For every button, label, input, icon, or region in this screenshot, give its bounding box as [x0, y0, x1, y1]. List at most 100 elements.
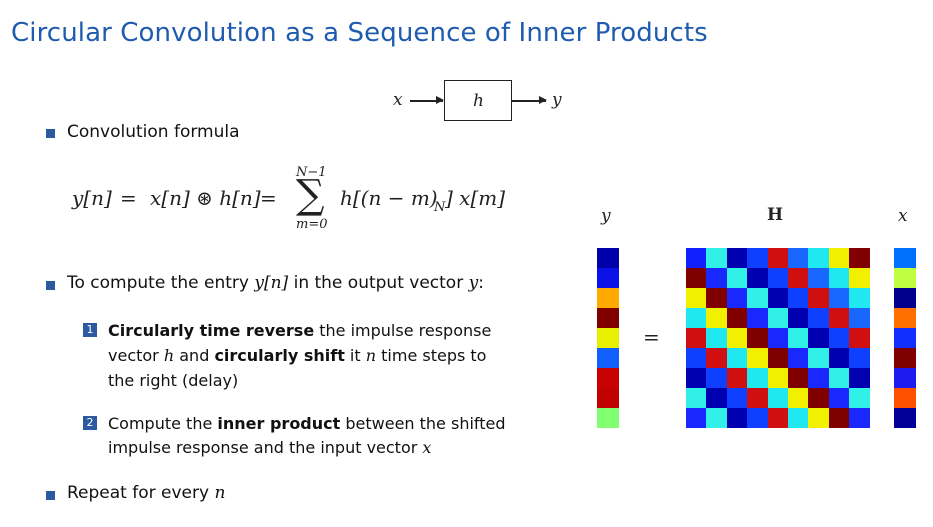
- h-matrix-label: H: [767, 205, 784, 225]
- h-matrix-cell: [788, 248, 809, 268]
- h-matrix-cell: [706, 268, 728, 288]
- h-matrix-cell: [747, 348, 769, 368]
- h-matrix-cell: [706, 288, 728, 308]
- bullet-marker: [46, 129, 55, 138]
- sub2-t1: Compute the: [108, 414, 218, 433]
- x-vector-label: x: [898, 206, 908, 226]
- bd-output-arrow: [512, 97, 547, 103]
- h-matrix-cell: [849, 348, 871, 368]
- formula-eq1: =: [120, 186, 137, 210]
- y-vector-cell: [597, 248, 619, 268]
- sub2-t2: between the shifted: [340, 414, 506, 433]
- h-matrix-cell: [788, 268, 809, 288]
- h-matrix-cell: [767, 388, 789, 408]
- h-matrix-cell: [726, 268, 748, 288]
- y-vector-label: y: [601, 206, 611, 226]
- h-matrix-cell: [828, 328, 850, 348]
- h-matrix-cell: [767, 408, 789, 428]
- x-vector-cell: [894, 268, 916, 288]
- x-vector-cell: [894, 348, 916, 368]
- formula-mid: x[n] ⊛ h[n]: [150, 186, 261, 210]
- h-matrix-cell: [808, 328, 830, 348]
- sum-symbol: ∑: [296, 172, 325, 218]
- h-matrix-cell: [808, 368, 830, 388]
- h-matrix-cell: [747, 388, 769, 408]
- h-matrix-cell: [767, 348, 789, 368]
- formula-summand: h[(n − m): [340, 186, 438, 210]
- h-matrix-cell: [788, 408, 809, 428]
- h-matrix-cell: [686, 288, 707, 308]
- bd-output-label: y: [552, 90, 562, 110]
- h-matrix-cell: [767, 368, 789, 388]
- h-matrix-cell: [788, 308, 809, 328]
- h-matrix-cell: [686, 388, 707, 408]
- y-vector-cell: [597, 268, 619, 288]
- h-matrix-cell: [726, 408, 748, 428]
- h-matrix-cell: [726, 388, 748, 408]
- b2-math-yn: y[n]: [254, 273, 289, 293]
- h-matrix-cell: [767, 328, 789, 348]
- bd-system-label: h: [473, 91, 484, 111]
- sum-lower-limit: m=0: [296, 217, 328, 232]
- sub-item-2-line2: impulse response and the input vector x: [108, 435, 431, 460]
- h-matrix-cell: [849, 248, 871, 268]
- h-matrix-cell: [747, 368, 769, 388]
- sub-item-2-line1: Compute the inner product between the sh…: [108, 411, 506, 436]
- h-matrix-cell: [767, 288, 789, 308]
- h-matrix-cell: [747, 328, 769, 348]
- slide-title: Circular Convolution as a Sequence of In…: [11, 18, 708, 48]
- h-matrix-cell: [788, 368, 809, 388]
- b2-pre: To compute the entry: [67, 273, 255, 293]
- x-vector-cell: [894, 308, 916, 328]
- sum-upper-limit: N−1: [296, 165, 327, 180]
- bullet-convolution-formula: Convolution formula: [67, 122, 240, 142]
- sub2-m1: x: [422, 438, 432, 457]
- x-vector-cell: [894, 408, 916, 428]
- h-matrix-cell: [747, 248, 769, 268]
- sub1-t3: and: [174, 346, 215, 365]
- h-matrix-cell: [706, 368, 728, 388]
- bullet-marker: [46, 281, 55, 290]
- h-matrix-cell: [686, 348, 707, 368]
- equals-sign: =: [643, 325, 660, 349]
- h-matrix-cell: [828, 308, 850, 328]
- h-matrix-cell: [788, 328, 809, 348]
- h-matrix-cell: [726, 308, 748, 328]
- formula-eq2: =: [260, 186, 277, 210]
- h-matrix-cell: [706, 248, 728, 268]
- b2-mid: in the output vector: [288, 273, 469, 293]
- sub1-t2: vector: [108, 346, 164, 365]
- x-vector-cell: [894, 388, 916, 408]
- sub1-t1: the impulse response: [314, 321, 492, 340]
- h-matrix-cell: [747, 268, 769, 288]
- h-matrix-cell: [747, 408, 769, 428]
- h-matrix-cell: [849, 368, 871, 388]
- bd-system-box: [444, 80, 512, 121]
- h-matrix-cell: [686, 328, 707, 348]
- h-matrix-cell: [849, 308, 871, 328]
- h-matrix-cell: [686, 248, 707, 268]
- x-vector-cell: [894, 288, 916, 308]
- sub2-t3: impulse response and the input vector: [108, 438, 423, 457]
- bd-input-arrow: [410, 97, 444, 103]
- h-matrix-cell: [747, 308, 769, 328]
- bullet-compute-entry: To compute the entry y[n] in the output …: [67, 273, 484, 293]
- h-matrix-cell: [849, 388, 871, 408]
- h-matrix-cell: [849, 328, 871, 348]
- y-vector-cell: [597, 328, 619, 348]
- h-matrix-cell: [706, 348, 728, 368]
- sub-item-number: 2: [83, 416, 97, 430]
- h-matrix-cell: [726, 328, 748, 348]
- h-matrix-cell: [747, 288, 769, 308]
- sub1-t5: time steps to: [376, 346, 487, 365]
- sub1-bold2: circularly shift: [214, 346, 345, 365]
- h-matrix-cell: [788, 388, 809, 408]
- y-vector-cell: [597, 408, 619, 428]
- formula-summand-end: ] x[m]: [445, 186, 506, 210]
- sub1-bold1: Circularly time reverse: [108, 321, 315, 340]
- h-matrix-cell: [726, 368, 748, 388]
- sub1-m2: n: [365, 346, 377, 365]
- h-matrix-cell: [828, 288, 850, 308]
- y-vector-cell: [597, 348, 619, 368]
- y-vector-cell: [597, 288, 619, 308]
